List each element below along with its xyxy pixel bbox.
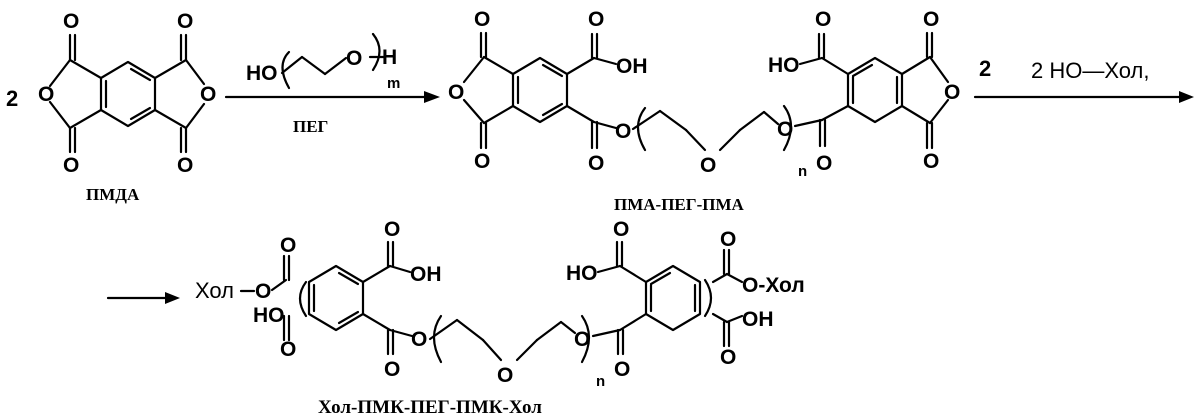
final-left-cooh-ho: HO [253,304,285,327]
pmda-carbonyl-o1: O [63,10,79,33]
final-left-cooh-o: O [280,338,296,361]
pma-right-ester-co: O [816,152,832,175]
final-right-cooh-top-o: O [613,218,629,241]
final-n-subscript: n [596,373,605,390]
final-right-ester-ochol: O-Хол [742,274,805,297]
final-left-ester-o: O [255,280,271,303]
final-left-peg-ester-co: O [384,358,400,381]
pmda-oxygen-right: O [200,83,216,106]
arrow2-coefficient: 2 [979,56,991,81]
pma-peg-pma-label: ПМА-ПЕГ-ПМА [614,195,745,214]
final-left-peg-ester-o: O [411,328,427,351]
chol-reagent: 2 HO—Хол, [1031,58,1149,83]
pma-right-co-top: O [923,8,939,31]
pma-right-cooh-ho: HO [768,54,800,77]
pmda-carbonyl-o2: O [63,154,79,177]
peg-label: ПЕГ [293,117,328,136]
final-left-cooh-top-o: O [384,218,400,241]
peg-m-subscript: m [387,75,400,92]
pmda-molecule: 2 O O O O O O ПМДА [6,10,216,204]
pma-peg-ether-o: O [700,154,716,177]
final-right-cooh-top-ho: HO [566,262,598,285]
pma-left-co-top: O [474,8,490,31]
pma-left-co-bottom: O [474,150,490,173]
final-chol-left: Хол [195,278,234,303]
pma-right-co-bottom: O [923,150,939,173]
pmda-carbonyl-o4: O [177,154,193,177]
reaction-arrow-2: 2 2 HO—Хол, [973,56,1194,103]
pma-right-cooh-o: O [815,8,831,31]
pma-left-cooh-oh: OH [616,55,648,78]
pmda-carbonyl-o3: O [177,10,193,33]
peg-ho: HO [246,62,278,85]
final-right-side-cooh-o: O [720,346,736,369]
final-left-ester-co: O [280,234,296,257]
peg-h: H [382,46,397,69]
pma-left-ester-o: O [615,120,631,143]
final-right-position-bracket [703,278,713,318]
pma-left-ring-o: O [448,81,464,104]
final-left-position-bracket [298,280,308,318]
reaction-arrow-3 [106,292,180,304]
final-right-side-cooh-oh: OH [742,308,774,331]
final-left-cooh-top-oh: OH [410,263,442,286]
final-right-ester-co: O [720,228,736,251]
final-right-peg-ester-co: O [614,358,630,381]
reaction-arrow-1 [224,91,440,103]
peg-reagent: HO O H m ПЕГ [246,32,400,136]
final-peg-ether-o: O [497,364,513,387]
pmda-oxygen-left: O [38,83,54,106]
final-right-peg-ester-o: O [574,328,590,351]
pma-left-ester-co: O [588,152,604,175]
pma-right-ring-o: O [944,81,960,104]
peg-oxygen: O [346,47,362,70]
final-product-molecule: Хол O O HO O O OH O O O O [195,218,805,418]
final-product-label: Хол-ПМК-ПЕГ-ПМК-Хол [318,397,542,418]
pma-left-cooh-o: O [588,8,604,31]
pma-peg-pma-molecule: O O O O OH O O O O n O [448,8,960,214]
pma-n-subscript: n [798,163,807,180]
pmda-label: ПМДА [86,185,140,204]
pmda-coefficient: 2 [6,86,18,111]
